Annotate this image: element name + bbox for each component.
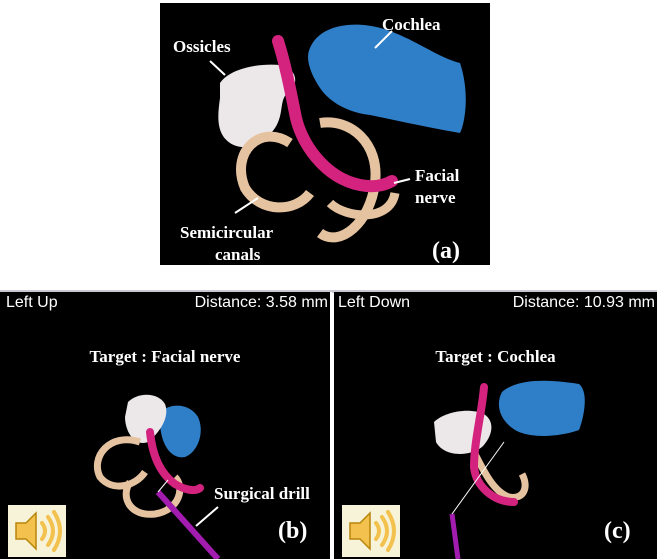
- panel-b-view: Left Up Distance: 3.58 mm Target : Facia…: [0, 292, 332, 559]
- panel-c-view: Left Down Distance: 10.93 mm Target : Co…: [334, 292, 657, 559]
- semicircular-canals-label-2: canals: [215, 245, 260, 264]
- ossicles-shape: [125, 395, 166, 443]
- semicircular-canals-label-1: Semicircular: [180, 223, 273, 242]
- figure-a-panel: Ossicles Cochlea Facial nerve Semicircul…: [160, 3, 490, 265]
- semicircular-canals-shape: [97, 440, 145, 486]
- ossicles-arrow: [210, 61, 225, 75]
- speaker-icon: [8, 505, 66, 557]
- audio-cue-button[interactable]: [8, 505, 66, 557]
- panel-label-c: (c): [604, 518, 631, 545]
- semicircular-canals-shape: [241, 137, 310, 208]
- panel-label-b: (b): [278, 518, 307, 545]
- audio-cue-button[interactable]: [342, 505, 400, 557]
- ossicles-label: Ossicles: [173, 37, 231, 56]
- cochlea-shape: [308, 25, 466, 133]
- surgical-drill: [452, 514, 458, 559]
- surgical-drill-arrow: [196, 507, 218, 526]
- facial-nerve-label-2: nerve: [415, 188, 456, 207]
- drill-distance-line: [158, 480, 168, 492]
- cochlea-shape: [499, 381, 585, 436]
- surgical-drill: [158, 492, 218, 559]
- cochlea-label: Cochlea: [382, 15, 441, 34]
- semicircular-arrow: [235, 198, 258, 213]
- semicircular-canals-shape-3: [330, 193, 395, 215]
- panel-label-a: (a): [432, 238, 460, 265]
- facial-nerve-label-1: Facial: [415, 166, 459, 185]
- surgical-drill-label: Surgical drill: [214, 484, 310, 503]
- speaker-icon: [342, 505, 400, 557]
